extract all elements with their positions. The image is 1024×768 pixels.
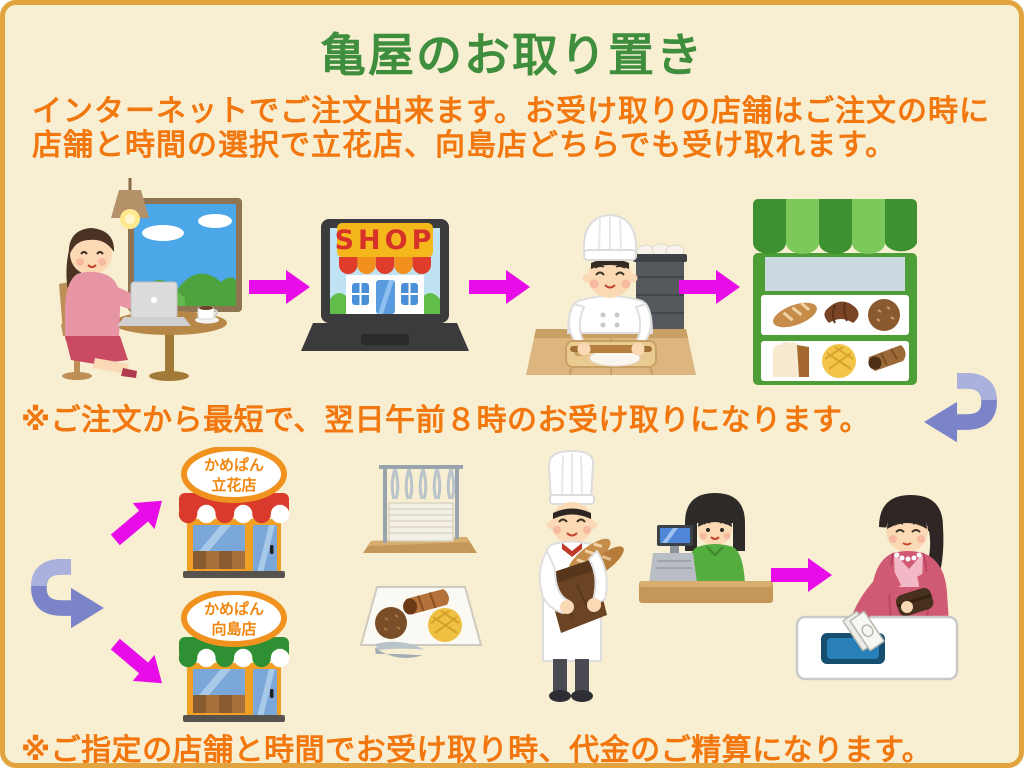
- shop-signboard: [337, 223, 433, 257]
- shop-sign-oval: [181, 589, 287, 647]
- lamp-shade: [111, 190, 149, 218]
- round-bun: [868, 299, 900, 331]
- pearl-necklace: [894, 552, 922, 562]
- intro-line-1: インターネットでご注文出来ます。お受け取りの店舗はご注文の時に: [32, 94, 990, 129]
- intro-text: インターネットでご注文出来ます。お受け取りの店舗はご注文の時に 店舗と時間の選択…: [32, 95, 990, 163]
- page-title: 亀屋のお取り置き: [320, 28, 704, 82]
- chef-with-bread-illustration: [517, 445, 627, 711]
- branch-arrow-mukojima: [103, 630, 175, 699]
- intro-line-2: 店舗と時間の選択で立花店、向島店どちらでも受け取れます。: [32, 128, 897, 163]
- shop-sign-oval: [181, 445, 287, 503]
- serving-tongs: [375, 641, 425, 658]
- uturn-arrow-left-side: [25, 553, 117, 631]
- red-scarf: [562, 543, 582, 557]
- bread-tray-illustration: [357, 579, 485, 675]
- uturn-arrow-right-side: [911, 367, 1003, 445]
- tachibana-sign-line1: かめぱん: [204, 456, 264, 474]
- baker-preparing-illustration: [518, 201, 703, 385]
- mukojima-sign-line2: 向島店: [211, 620, 256, 638]
- payment-note: ※ご指定の店舗と時間でお受け取り時、代金のご精算になります。: [21, 733, 933, 768]
- hanging-tongs: [390, 468, 456, 500]
- chocolate-cornet: [403, 588, 449, 615]
- cashier-illustration: [637, 489, 775, 609]
- shop-sign-text: SHOP: [335, 225, 436, 256]
- baguette: [773, 301, 817, 328]
- bread-loaf: [773, 341, 799, 377]
- banknotes: [842, 610, 885, 652]
- branch-arrow-tachibana: [103, 486, 175, 555]
- rolling-pin: [582, 345, 640, 353]
- round-bun: [375, 607, 407, 639]
- bakery-shelf-illustration: [747, 195, 923, 395]
- tachibana-sign-line2: 立花店: [211, 476, 256, 494]
- flow-arrow-stock: [675, 268, 745, 306]
- mukojima-sign-line1: かめぱん: [204, 600, 264, 618]
- tachibana-shop-illustration: かめぱん 立花店: [171, 445, 297, 583]
- tongs-rack-illustration: [361, 457, 485, 565]
- mukojima-shop-illustration: かめぱん 向島店: [171, 589, 297, 727]
- customer-ordering-illustration: [35, 178, 255, 392]
- lamp-cord: [128, 178, 132, 192]
- customer-paying-illustration: [795, 487, 995, 696]
- pickup-time-note: ※ご注文から最短で、翌日午前８時のお受け取りになります。: [21, 403, 870, 438]
- green-apron: [685, 544, 745, 583]
- online-shop-laptop-illustration: SHOP: [297, 201, 473, 381]
